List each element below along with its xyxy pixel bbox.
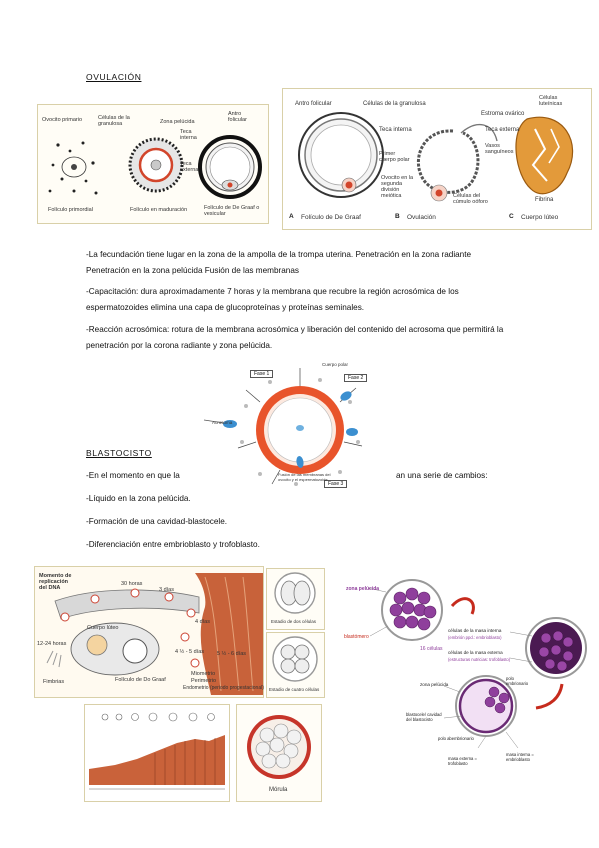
theca-interna-label: Teca interna xyxy=(180,129,197,141)
perimetrium-label: Perimetrio xyxy=(191,678,217,684)
implantation-pathway-illustration xyxy=(46,573,263,695)
three-days-label: 3 días xyxy=(159,587,174,593)
panel-a-caption: Folículo de De Graaf xyxy=(301,214,361,221)
sperm-penetration-figure: Fase 1 Fase 2 Fase 3 Acrosoma Cuerpo pol… xyxy=(200,362,396,492)
sperm-penetration-illustration xyxy=(203,368,363,486)
fecundation-paragraph: -La fecundación tiene lugar en la zona d… xyxy=(86,250,472,275)
phase-2-box: Fase 2 xyxy=(344,374,368,382)
four-days-label: 4 días xyxy=(195,619,210,625)
panel-c-caption: Cuerpo lúteo xyxy=(521,214,559,221)
blastomere-label: blastómero xyxy=(344,634,369,640)
embryoblast-note: (embrión ppd.: embrioblasto) xyxy=(448,635,502,640)
theca-externa-label: Teca externa xyxy=(180,161,199,173)
endometrial-cycle-illustration xyxy=(89,712,225,790)
blastocoel-label: blastocele/ cavidad del blastocisto xyxy=(406,712,442,722)
four-cell-label: Estadio de cuatro células xyxy=(269,687,320,692)
morula-figure: Mórula xyxy=(236,704,322,802)
capacitation-paragraph: -Capacitación: dura aproximadamente 7 ho… xyxy=(86,287,459,312)
blastocyst-formation-figure: zona pelúcida blastómero 16 células célu… xyxy=(340,566,592,784)
blastocyst-formation-illustration xyxy=(367,579,587,749)
days-4-5-label: 4 ½ - 5 días xyxy=(175,649,205,655)
granulosa-label-b: Células de la granulosa xyxy=(363,101,426,107)
morula-label: Mórula xyxy=(269,787,288,793)
two-cell-illustration xyxy=(274,572,316,614)
ovulation-illustration xyxy=(298,112,574,202)
abembryonic-pole-label: polo abembrionario xyxy=(438,736,474,741)
corpus-luteum-label: Cuerpo lúteo xyxy=(87,625,119,631)
zona-pellucida-label: Zona pelúcida xyxy=(160,119,195,125)
endometrial-cycle-figure xyxy=(84,704,230,802)
trophoblast-note: (estructuras nutricias: trofoblasto) xyxy=(448,657,511,662)
graaf-follicle-label-2: Folículo de Do Graaf xyxy=(115,677,166,683)
fibrin-label: Fibrina xyxy=(535,197,554,203)
hours-12-24-label: 12-24 horas xyxy=(37,641,67,647)
fimbriae-label: Fimbrias xyxy=(43,679,65,685)
follicle-development-figure: Ovocito primario Células de la granulosa… xyxy=(37,104,269,224)
thirty-hours-label: 30 horas xyxy=(121,581,143,587)
follicle-development-illustration xyxy=(48,135,262,199)
outer-mass-trophoblast-label: masa externa = trofoblasto xyxy=(448,756,477,766)
differentiation-item: -Diferenciación entre embrioblasto y tro… xyxy=(86,540,260,549)
blastocyst-line-start: -En el momento en que la xyxy=(86,471,180,480)
acrosome-reaction-paragraph: -Reacción acrosómica: rotura de la membr… xyxy=(86,325,504,350)
blood-vessels-label: Vasos sanguíneos xyxy=(485,143,514,155)
panel-b-letter: B xyxy=(395,213,400,220)
de-graaf-follicle-label: Folículo de De Graaf o vesicular xyxy=(204,205,260,217)
inner-mass-embryoblast-label: masa interna = embrioblasto xyxy=(506,752,534,762)
zona-pellucida-label-2: zona pelúcida xyxy=(346,586,380,592)
panel-b-caption: Ovulación xyxy=(407,214,436,221)
antrum-label-b: Antro folicular xyxy=(295,101,332,107)
ovarian-stroma-label: Estroma ovárico xyxy=(481,111,525,117)
blastocyst-heading: BLASTOCISTO xyxy=(86,448,152,458)
days-5-6-label: 5 ½ - 6 días xyxy=(217,651,247,657)
cumulus-cells-label: Células del cúmulo oóforo xyxy=(453,193,488,205)
liquid-item: -Líquido en la zona pelúcida. xyxy=(86,494,191,503)
antrum-label: Antro folicular xyxy=(228,111,247,123)
oocyte-primary-label: Ovocito primario xyxy=(42,117,83,123)
endometrium-label: Endometrio (periodo progestacional) xyxy=(183,685,264,691)
first-polar-body-label: Primer cuerpo polar xyxy=(379,151,410,163)
phase-3-box: Fase 3 xyxy=(324,480,348,488)
theca-externa-label-b: Teca externa xyxy=(485,127,520,133)
inner-mass-label: células de la masa interna xyxy=(448,628,502,633)
four-cell-stage-figure: Estadio de cuatro células xyxy=(266,632,325,698)
luteal-cells-label: Células luteínicas xyxy=(539,95,563,107)
ovulation-figure: Antro folicular Células de la granulosa … xyxy=(282,88,592,230)
granulosa-cells-label: Células de la granulosa xyxy=(98,115,130,127)
embryonic-pole-label: polo embrionario xyxy=(506,676,529,686)
maturing-follicle-label: Folículo en maduración xyxy=(130,207,188,213)
four-cell-illustration xyxy=(272,636,318,682)
two-cell-stage-figure: Estadio de dos células xyxy=(266,568,325,630)
cavity-item: -Formación de una cavidad-blastocele. xyxy=(86,517,228,526)
sixteen-cells-label: 16 células xyxy=(420,646,443,652)
outer-mass-label: células de la masa externa xyxy=(448,650,503,655)
ovulation-heading: OVULACIÓN xyxy=(86,72,142,82)
theca-interna-label-b: Teca interna xyxy=(379,127,412,133)
polar-body-label: Cuerpo polar xyxy=(322,362,349,367)
zona-pellucida-label-3: zona pelúcida xyxy=(420,682,449,687)
blastocyst-line-end: an una serie de cambios: xyxy=(396,471,488,480)
phase-1-box: Fase 1 xyxy=(250,370,274,378)
primordial-follicle-label: Folículo primordial xyxy=(48,207,93,213)
two-cell-label: Estadio de dos células xyxy=(271,619,317,624)
dna-replication-label: Momento de replicación del DNA xyxy=(39,573,72,591)
morula-illustration xyxy=(247,715,311,779)
panel-a-letter: A xyxy=(289,213,294,220)
implantation-pathway-figure: Momento de replicación del DNA 30 horas … xyxy=(34,566,264,698)
secondary-oocyte-label: Ovocito en la segunda división meiótica xyxy=(381,175,414,199)
myometrium-label: Miometrio xyxy=(191,671,216,677)
panel-c-letter: C xyxy=(509,213,514,220)
membrane-fusion-label: Fusión de las membranas del ovocito y el… xyxy=(278,472,331,482)
acrosome-label: Acrosoma xyxy=(212,420,233,425)
